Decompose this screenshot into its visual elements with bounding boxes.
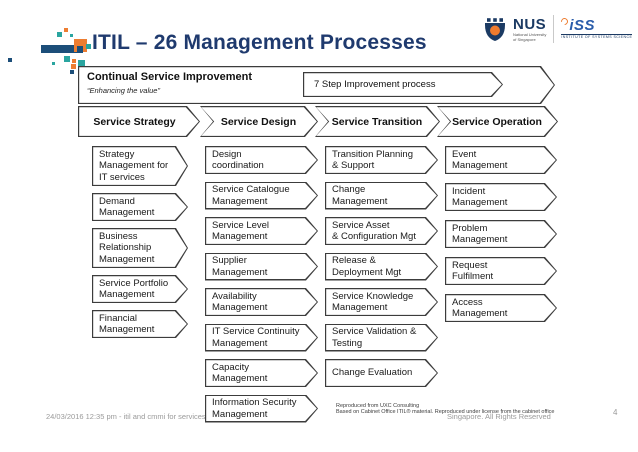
process-box: Transition Planning& Support xyxy=(325,146,438,174)
iss-logo-text: iSS xyxy=(569,17,596,35)
phase-header-service-strategy: Service Strategy xyxy=(78,106,200,137)
logo-group: NUS National University of Singapore iSS… xyxy=(484,15,633,43)
process-label: Release &Deployment Mgt xyxy=(332,255,402,278)
page-number: 4 xyxy=(613,408,618,417)
attribution-line2: Based on Cabinet Office ITIL® material. … xyxy=(336,409,555,416)
process-label: Service Asset& Configuration Mgt xyxy=(332,219,416,242)
process-box: Change Evaluation xyxy=(325,359,438,387)
process-label: Change Evaluation xyxy=(332,367,413,379)
iss-logo-subtext: INSTITUTE OF SYSTEMS SCIENCE xyxy=(561,34,633,40)
phase-header-service-transition: Service Transition xyxy=(315,106,440,137)
process-box: Service Asset& Configuration Mgt xyxy=(325,217,438,245)
nus-logo-subtext2: of Singapore xyxy=(513,36,536,42)
phase-label: Service Design xyxy=(220,115,297,128)
csi-band: Continual Service Improvement “Enhancing… xyxy=(78,66,555,104)
seven-step-process-label: 7 Step Improvement process xyxy=(314,79,436,90)
footer-date-text: 24/03/2016 12:35 pm - itil and cmmi for … xyxy=(46,412,206,421)
iss-swirl-icon xyxy=(559,16,570,27)
copyright-text: Singapore. All Rights Reserved xyxy=(447,412,551,421)
phase-label: Service Operation xyxy=(452,115,542,128)
iss-logo: iSS INSTITUTE OF SYSTEMS SCIENCE xyxy=(559,16,633,40)
nus-shield-icon xyxy=(485,17,505,41)
phase-header-service-operation: Service Operation xyxy=(437,106,558,137)
phase-label: Service Transition xyxy=(331,115,423,128)
process-label: Transition Planning& Support xyxy=(332,148,413,171)
page-title: ITIL – 26 Management Processes xyxy=(92,31,427,54)
csi-title: Continual Service Improvement xyxy=(87,71,253,83)
process-box: Service Validation &Testing xyxy=(325,324,438,352)
seven-step-process-box: 7 Step Improvement process xyxy=(303,72,503,97)
logo-divider xyxy=(553,15,555,43)
nus-logo: NUS National University of Singapore xyxy=(513,17,546,42)
attribution-line1: Reproduced from UXC Consulting xyxy=(336,403,420,409)
nus-logo-text: NUS xyxy=(513,15,547,33)
csi-subtitle: “Enhancing the value” xyxy=(87,86,160,95)
process-box: Release &Deployment Mgt xyxy=(325,253,438,281)
process-label: Service Validation &Testing xyxy=(332,326,417,349)
decoration-square xyxy=(8,58,12,62)
title-logo-icon xyxy=(40,26,96,76)
phase-label: Service Strategy xyxy=(93,115,176,128)
logo-bar xyxy=(41,45,83,53)
attribution-text: Reproduced from UXC Consulting Based on … xyxy=(336,403,554,416)
nus-logo-subtext1: National University xyxy=(513,31,547,37)
phase-header-service-design: Service Design xyxy=(200,106,318,137)
